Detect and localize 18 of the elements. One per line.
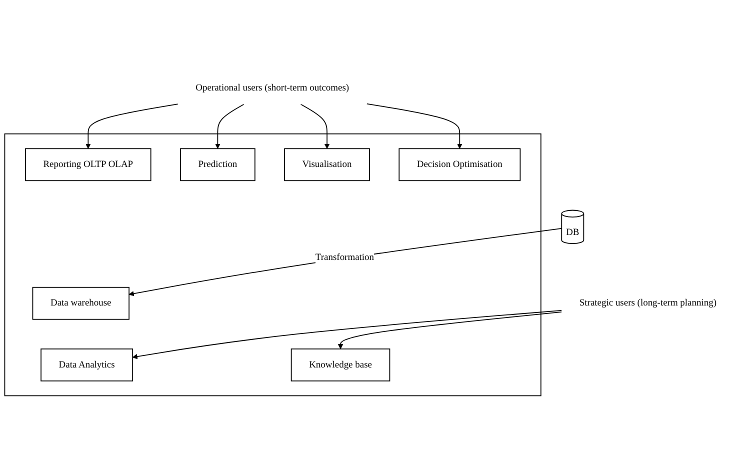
node-text: Operational users (short-term outcomes)	[196, 82, 350, 93]
node-box: Prediction	[180, 148, 256, 182]
node-box: Data warehouse	[32, 286, 130, 320]
arrow	[300, 104, 330, 149]
cluster	[4, 133, 542, 396]
node-box: Decision Optimisation	[398, 148, 521, 182]
node-box: Visualisation	[284, 148, 370, 182]
node-box: Reporting OLTP OLAP	[25, 148, 152, 182]
arrow	[86, 104, 178, 149]
node-text: Strategic users (long-term planning)	[579, 298, 716, 308]
arrow	[215, 104, 244, 149]
edge-label: Transformation	[315, 252, 374, 262]
arrow	[128, 228, 562, 296]
arrow	[366, 103, 462, 149]
node-box: Data Analytics	[40, 348, 134, 382]
node-box: Knowledge base	[290, 348, 390, 382]
arrow	[338, 312, 562, 350]
arrow	[132, 310, 562, 360]
